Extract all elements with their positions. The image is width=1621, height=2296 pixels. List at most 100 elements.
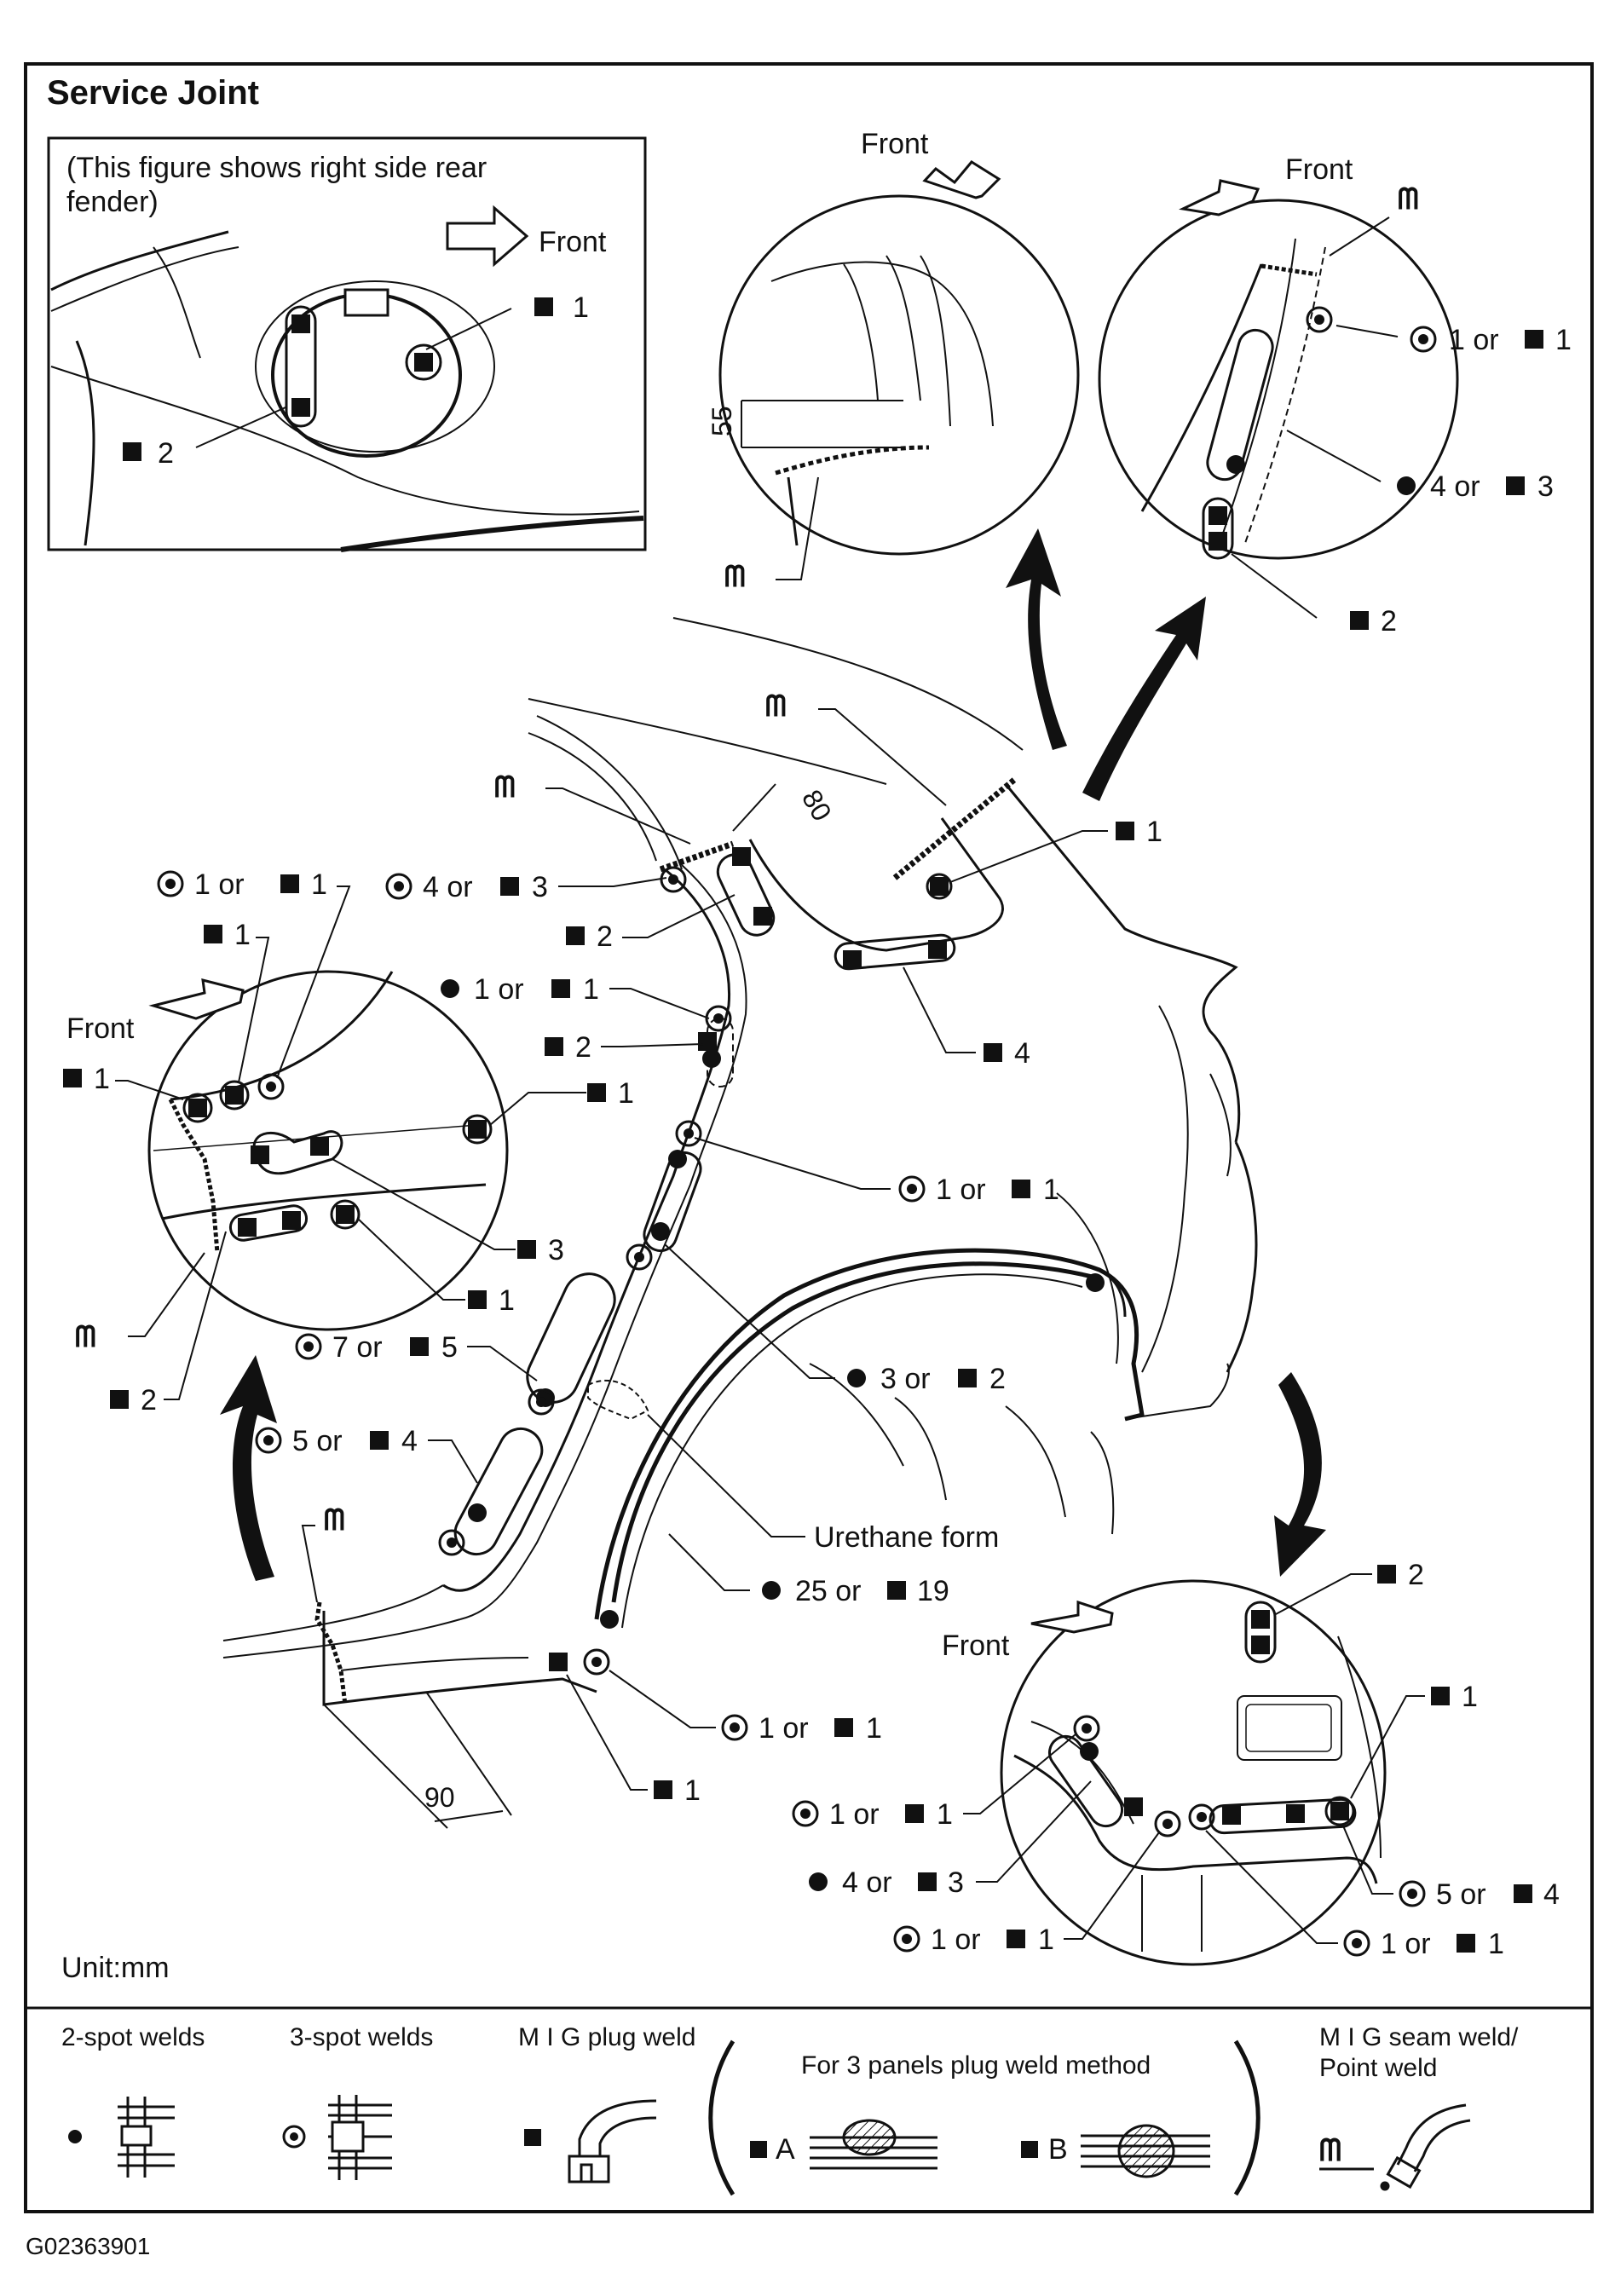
callout-front-3: Front <box>66 1012 135 1045</box>
mig-plug-torch-icon <box>568 2099 657 2184</box>
two-spot-dot-icon <box>68 2130 82 2143</box>
method-b-weld-icon <box>1081 2124 1210 2178</box>
callout-br-1c: 1 <box>1038 1924 1054 1956</box>
inset-label-1: 1 <box>573 291 589 324</box>
detail-circle-upper-pillar: Front 55 ᗰ <box>707 128 1080 593</box>
detail-circle-rear-pillar: Front ᗰ 1 or 1 4 or 3 2 <box>1098 153 1572 637</box>
callout-m-1d: 1 <box>866 1712 882 1745</box>
dimension-80: 80 <box>796 785 838 827</box>
callout-m-1e: 1 <box>684 1774 701 1807</box>
callout-tr-4or: 4 or <box>1430 470 1480 503</box>
legend-seam-line1: M I G seam weld/ <box>1319 2023 1519 2051</box>
callout-m-1c: 1 <box>1043 1174 1059 1206</box>
detail-circle-lower-pillar: Front 1 or 1 1 1 1 3 <box>63 868 634 1416</box>
detail-circle-wheelhouse: Front 2 1 1 or 1 4 or <box>792 1559 1560 1966</box>
callout-lc-1a: 1 <box>311 868 327 901</box>
callout-br-4: 4 <box>1543 1878 1560 1911</box>
callout-lc-2: 2 <box>141 1384 157 1416</box>
callout-m-2b: 2 <box>575 1031 591 1064</box>
callout-lc-1e: 1 <box>499 1284 515 1317</box>
legend-b: B <box>1048 2133 1068 2166</box>
seam-symbol-4: ᗰ <box>494 771 516 804</box>
seam-weld-torch-icon <box>1380 2103 1471 2191</box>
callout-m-3or: 3 or <box>880 1363 931 1395</box>
legend: 2-spot welds 3-spot welds M I G plug wel… <box>61 2023 1519 2196</box>
callout-front-2: Front <box>1285 153 1353 186</box>
curved-arrow-up-1 <box>1006 528 1067 750</box>
callout-m-3: 3 <box>532 871 548 903</box>
callout-tr-2: 2 <box>1381 605 1397 637</box>
figure-code: G02363901 <box>26 2233 150 2259</box>
callout-m-19: 19 <box>917 1575 949 1607</box>
right-paren <box>1233 2039 1260 2196</box>
seam-symbol-1: ᗰ <box>724 561 746 593</box>
callout-m-25or: 25 or <box>795 1575 862 1607</box>
callout-br-2: 2 <box>1408 1559 1424 1591</box>
method-a-square-icon <box>750 2141 767 2158</box>
callout-lc-1b: 1 <box>234 919 251 951</box>
front-arrow-filled-1 <box>922 160 1001 199</box>
callout-tr-1: 1 <box>1555 324 1572 356</box>
callout-lc-1c: 1 <box>94 1063 110 1095</box>
dimension-55: 55 <box>707 406 737 436</box>
callout-br-1or-c: 1 or <box>1381 1928 1431 1960</box>
callout-urethane: Urethane form <box>814 1521 999 1554</box>
legend-3-spot: 3-spot welds <box>290 2023 433 2051</box>
left-paren <box>708 2039 736 2196</box>
callout-m-7or: 7 or <box>332 1331 383 1364</box>
inset-caption-line2: fender) <box>66 186 159 218</box>
callout-m-1or: 1 or <box>474 973 524 1006</box>
method-a-weld-icon <box>810 2119 937 2170</box>
callout-lc-1d: 1 <box>618 1077 634 1110</box>
inset-right-side-rear-fender: (This figure shows right side rear fende… <box>47 136 647 552</box>
callout-br-5or: 5 or <box>1436 1878 1486 1911</box>
callout-tr-1or1: 1 or <box>1449 324 1499 356</box>
callout-lc-3: 3 <box>548 1234 564 1266</box>
callout-br-1d: 1 <box>1488 1928 1504 1960</box>
dimension-90: 90 <box>424 1782 455 1813</box>
inset-caption-line1: (This figure shows right side rear <box>66 152 487 184</box>
callout-br-1b: 1 <box>937 1798 953 1831</box>
front-arrow-outline <box>446 205 529 268</box>
callout-br-1or-b: 1 or <box>931 1924 981 1956</box>
callout-br-4or: 4 or <box>842 1866 892 1899</box>
callout-m-1or-b: 1 or <box>936 1174 986 1206</box>
three-spot-weld-icon <box>328 2095 392 2180</box>
callout-br-1or-a: 1 or <box>829 1798 880 1831</box>
front-arrow-filled-4 <box>1030 1600 1114 1634</box>
page-title: Service Joint <box>47 74 259 112</box>
seam-weld-symbol-icon: ᗰ <box>1319 2132 1341 2167</box>
callout-m-4: 4 <box>1014 1037 1030 1070</box>
callout-m-2c: 2 <box>989 1363 1006 1395</box>
curved-arrow-down <box>1274 1372 1326 1577</box>
curved-arrow-up-3 <box>220 1355 277 1581</box>
callout-front-4: Front <box>942 1630 1010 1662</box>
callout-tr-3: 3 <box>1537 470 1554 503</box>
seam-symbol-6: ᗰ <box>324 1504 345 1537</box>
mig-plug-square-icon <box>524 2129 541 2146</box>
callout-m-2a: 2 <box>597 920 613 953</box>
legend-mig-plug: M I G plug weld <box>518 2023 695 2051</box>
callout-m-5: 5 <box>441 1331 458 1364</box>
callout-m-4or: 4 or <box>423 871 473 903</box>
method-b-square-icon <box>1021 2141 1038 2158</box>
outer-frame <box>24 62 1594 2213</box>
callout-m-1or-c: 1 or <box>759 1712 809 1745</box>
main-body-quarter-panel: 80 90 <box>222 617 1258 1829</box>
front-arrow-filled-2 <box>1179 179 1260 216</box>
front-arrow-filled-3 <box>148 978 245 1020</box>
callout-m-4b: 4 <box>401 1425 418 1457</box>
seam-symbol-2: ᗰ <box>1398 183 1419 216</box>
two-spot-weld-icon <box>118 2097 175 2178</box>
callout-front-1: Front <box>861 128 929 160</box>
callout-lc-1or1: 1 or <box>194 868 245 901</box>
legend-a: A <box>776 2133 795 2166</box>
three-spot-ring-icon <box>282 2125 306 2149</box>
seam-symbol-3: ᗰ <box>75 1321 96 1353</box>
callout-m-5or: 5 or <box>292 1425 343 1457</box>
callout-br-1a: 1 <box>1462 1681 1478 1713</box>
seam-symbol-5: ᗰ <box>765 690 787 723</box>
callout-br-3: 3 <box>948 1866 964 1899</box>
inset-front-label: Front <box>539 226 607 258</box>
